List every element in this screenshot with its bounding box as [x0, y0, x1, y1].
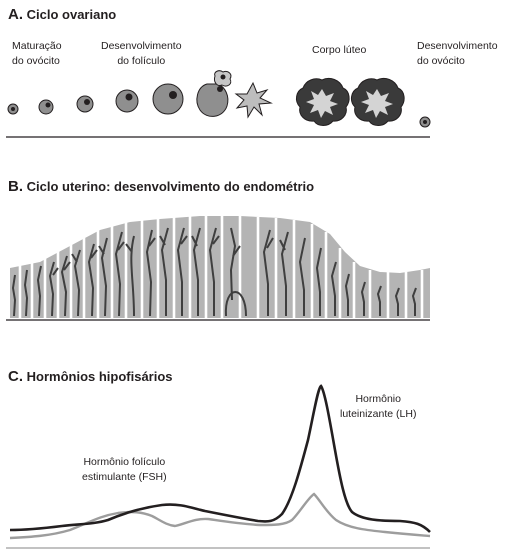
- section-c-title: C. Hormônios hipofisários: [8, 368, 173, 385]
- maturation-label-line2: do ovócito: [12, 55, 60, 67]
- fsh-label-line1: Hormônio folículo: [83, 456, 166, 468]
- endometrium-gaps: [18, 216, 424, 318]
- lh-label: Hormônio luteinizante (LH): [340, 392, 416, 422]
- corpus-luteum-1: [295, 77, 350, 126]
- follicle-2: [38, 99, 54, 115]
- section-c-letter: C.: [8, 368, 23, 385]
- endometrium: [10, 216, 430, 318]
- maturation-label: Maturação do ovócito: [12, 39, 62, 69]
- fsh-label: Hormônio folículo estimulante (FSH): [82, 455, 167, 485]
- follicle-development-label: Desenvolvimento do folículo: [101, 39, 182, 69]
- section-a-title-text: Ciclo ovariano: [26, 7, 117, 22]
- oocyte-label-line1: Desenvolvimento: [417, 40, 498, 52]
- section-a-title: A. Ciclo ovariano: [8, 6, 116, 23]
- oocyte-development-label: Desenvolvimento do ovócito: [417, 39, 498, 69]
- follicle-5: [152, 83, 184, 115]
- lh-label-line2: luteinizante (LH): [340, 408, 417, 420]
- section-b-title: B. Ciclo uterino: desenvolvimento do end…: [8, 178, 314, 195]
- ovarian-follicles: [7, 70, 431, 128]
- endometrium-light-tissue: [10, 216, 430, 318]
- endometrial-arteries: [12, 227, 417, 317]
- follicle-label-line2: do folículo: [117, 55, 166, 67]
- section-a-letter: A.: [8, 6, 23, 23]
- lh-label-line1: Hormônio: [355, 393, 401, 405]
- fsh-curve: [9, 492, 431, 540]
- ruptured-follicle: [234, 81, 273, 119]
- lh-curve: [9, 384, 431, 533]
- follicle-4: [115, 89, 139, 113]
- ovulating-follicle: [196, 83, 229, 117]
- section-b-title-text: Ciclo uterino: desenvolvimento do endomé…: [26, 179, 315, 194]
- section-b-letter: B.: [8, 178, 23, 195]
- corpus-luteum-2: [350, 77, 405, 126]
- follicle-label-line1: Desenvolvimento: [101, 40, 182, 52]
- oocyte-label-line2: do ovócito: [417, 55, 465, 67]
- fsh-label-line2: estimulante (FSH): [82, 471, 167, 483]
- maturation-label-line1: Maturação: [12, 40, 62, 52]
- corpus-luteum-label: Corpo lúteo: [312, 44, 367, 56]
- section-c-title-text: Hormônios hipofisários: [26, 369, 173, 384]
